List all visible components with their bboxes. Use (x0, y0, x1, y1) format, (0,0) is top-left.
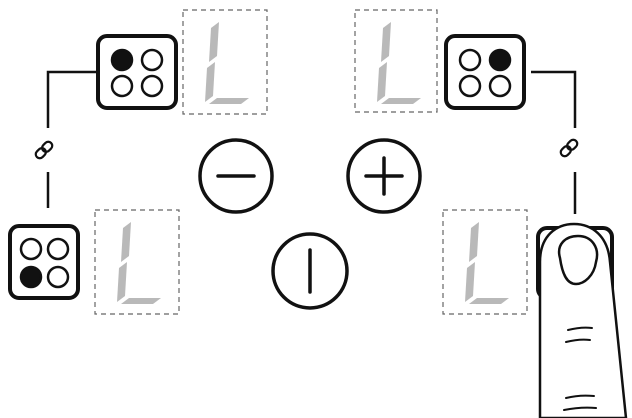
link-left (34, 70, 98, 208)
zone-selector-front-left[interactable] (8, 224, 80, 300)
display-front-right (442, 209, 528, 315)
link-right (531, 70, 579, 214)
zone-dot (488, 48, 512, 72)
link-lead-upper-right (531, 70, 577, 128)
zone-dot (140, 74, 164, 98)
zone-dot (458, 74, 482, 98)
zone-dot (488, 74, 512, 98)
link-icon (34, 140, 54, 160)
link-icon (559, 138, 579, 158)
display-digit-L (205, 22, 249, 104)
zone-dot (19, 237, 43, 261)
zone-selector-rear-left[interactable] (96, 34, 178, 110)
display-digit-L (465, 222, 509, 304)
plus-button[interactable] (346, 138, 422, 214)
zone-selector-rear-right[interactable] (444, 34, 526, 110)
zone-dot (46, 265, 70, 289)
minus-button[interactable] (198, 138, 274, 214)
display-rear-right (354, 9, 438, 113)
finger-icon (538, 222, 628, 418)
display-front-left (94, 209, 180, 315)
zone-dot (46, 237, 70, 261)
zone-dot (458, 48, 482, 72)
zone-dot (140, 48, 164, 72)
zone-dot (110, 74, 134, 98)
link-lead-upper-left (46, 70, 98, 128)
display-digit-L (117, 222, 161, 304)
plus-icon (364, 156, 404, 196)
fingernail (557, 234, 599, 286)
power-button[interactable] (271, 232, 349, 310)
display-rear-left (182, 9, 268, 115)
zone-dot (110, 48, 134, 72)
display-digit-L (377, 22, 421, 104)
zone-dot (19, 265, 43, 289)
